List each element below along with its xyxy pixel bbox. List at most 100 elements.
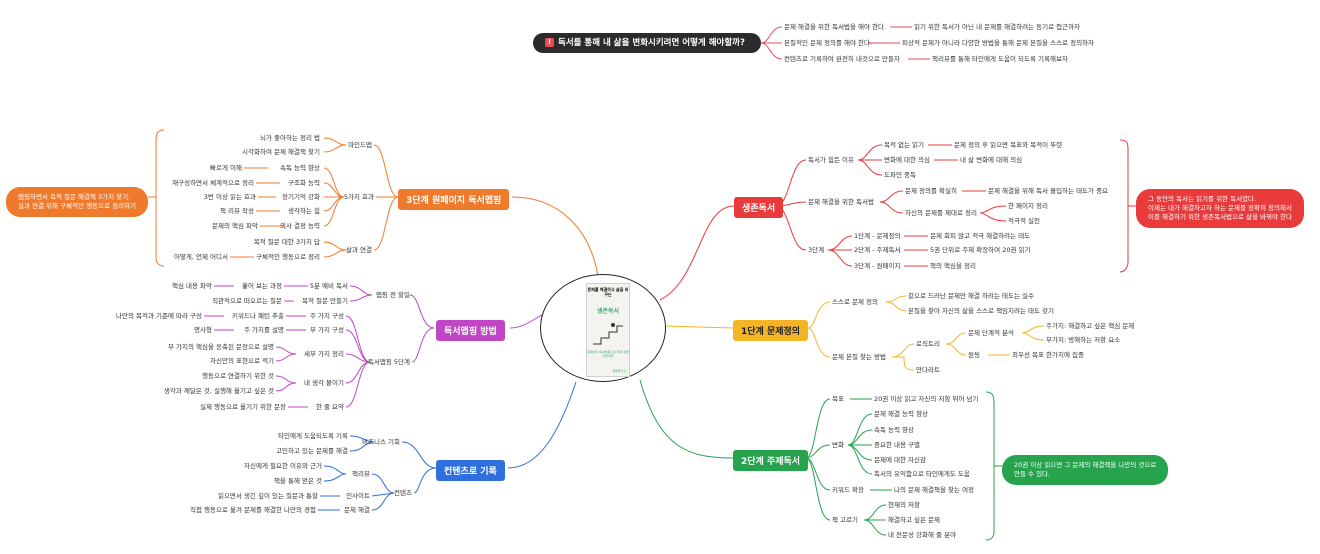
method-five-4-b: 생각과 깨달은 것, 실행해 옮기고 싶은 것 [163, 387, 274, 395]
survival-step-2-detail: 5권 단위로 주제 확장하여 20권 읽기 [930, 246, 1031, 254]
content-review-2: 책을 통해 얻은 것 [273, 477, 322, 485]
onepage-effect-2-detail: 재구성하면서 체계적으로 정리 [172, 179, 254, 187]
survival-step-2: 2단계 - 주제독서 [854, 246, 901, 254]
step2-goal: 목표 [832, 395, 844, 403]
q-row-2-left: 본질적인 문제 정의를 해야 한다. [784, 39, 873, 47]
book-name: 생존독서 [596, 308, 620, 315]
survival-method-2-a: 한 페이지 정리 [1008, 202, 1049, 210]
onepage-note-line-2: 실과 연결 위해 구체적인 행동으로 정리하기 [18, 202, 136, 210]
q-row-1-right: 읽기 위한 독서가 아닌 내 문제를 해결하려는 동기로 접근하자 [914, 23, 1081, 31]
onepage-note-line-1: 맵핑하면서 목적 질문 해결책 3가지 찾기. [18, 193, 131, 201]
step1-goal-desc: 최우선 목표 한가지에 집중 [1012, 351, 1084, 359]
survival-step-3: 3단계 - 원페이지 [854, 262, 901, 270]
step2-change: 변화 [832, 441, 844, 449]
method-five-1-b: 나만의 목적과 기준에 따라 구성 [115, 312, 202, 320]
step1-find: 문제 본질 찾는 방법 [832, 353, 887, 361]
survival-note-line-1: 그 동안의 독서는 읽기를 위한 독서였다. [1148, 195, 1257, 203]
q-row-3-right: 책리뷰를 통해 타인에게 도움이 되도록 기록해보자 [932, 55, 1068, 63]
survival-hard-1-detail: 문제 정의 후 읽으면 목표와 목적이 뚜렷 [954, 141, 1063, 149]
step2-keyword: 키워드 확장 [832, 486, 864, 494]
survival-hard: 독서가 힘든 이유 [808, 156, 854, 164]
branch-step2: 2단계 주제독서 [733, 450, 809, 471]
step2-note-line-2: 만들 수 있다. [1014, 470, 1051, 478]
step2-change-5: 독서의 유익함으로 타인에게도 도움 [874, 470, 970, 478]
branch-survival: 생존독서 [734, 197, 784, 218]
method-five-2-b: 명사형 [194, 326, 212, 334]
step1-mandal: 만다라트 [916, 366, 940, 374]
method-connectors [204, 285, 561, 408]
step2-goal-desc: 20권 이상 읽고 자신의 저항 뛰어 넘기 [874, 395, 979, 403]
survival-steps: 3단계 [808, 246, 825, 254]
step2-note-line-1: 20권 이상 읽으면 그 문제의 해결책을 나만의 것으로 [1014, 461, 1157, 469]
onepage-effect-5-detail: 문제의 핵심 파악 [212, 222, 258, 230]
survival-step-3-detail: 책의 핵심을 정리 [930, 262, 976, 270]
onepage-effect-1: 속독 능력 향상 [279, 164, 320, 172]
branch-onepage: 3단계 원페이지 독서맵핑 [398, 189, 510, 210]
survival-note-line-3: 이를 해결하기 위한 생존독서법으로 삶을 바꿔야 한다 [1148, 213, 1292, 221]
method-five-3: 세부 가지 정리 [303, 350, 344, 358]
step1-analysis: 문제 단계적 분석 [968, 329, 1014, 337]
survival-step-1: 1단계 - 문제정의 [854, 232, 901, 240]
step2-choose: 책 고르기 [832, 516, 858, 524]
step2-change-1: 문제 해결 능력 향상 [874, 410, 929, 418]
step2-note: 20권 이상 읽으면 그 문제의 해결책을 나만의 것으로 만들 수 있다. [1002, 455, 1169, 485]
onepage-life-2-detail: 어떻게, 언제 어디서 [173, 253, 228, 261]
method-five-1-a: 키워드나 패턴 추출 [232, 312, 284, 320]
onepage-effect-4-detail: 책 리뷰 작성 [219, 207, 254, 215]
survival-method-1: 문제 정의를 확실히 [905, 187, 957, 195]
branch-content: 컨텐츠로 기록 [436, 460, 505, 481]
content-insight: 인사이트 [346, 492, 370, 500]
content-solve: 문제 해결 [344, 506, 370, 514]
method-before-1-b: 핵심 내용 파악 [171, 282, 212, 290]
survival-hard-2-detail: 내 삶 변화에 대해 의심 [960, 156, 1023, 164]
survival-hard-2: 변화에 대한 의심 [884, 156, 930, 164]
onepage-mindmap-1: 뇌가 좋아하는 정리 법 [259, 134, 320, 142]
step1-sub: 부가지: 방해하는 저항 요소 [1046, 336, 1121, 344]
step2-keyword-desc: 나의 문제 해결책을 찾는 여정 [894, 486, 975, 494]
q-row-2-right: 피상적 문제가 아니라 다양한 방법을 통해 문제 본질을 스스로 정의하자 [902, 39, 1095, 47]
step1-self: 스스로 문제 정의 [832, 298, 878, 306]
content-review: 책리뷰 [352, 470, 370, 478]
onepage-effects: 5가지 효과 [343, 193, 374, 201]
step1-main: 주가지: 해결하고 싶은 핵심 문제 [1046, 322, 1135, 330]
method-five: 독서맵핑 5단계 [367, 358, 410, 366]
onepage-life: 삶과 연결 [346, 246, 372, 254]
content-biz: 비즈니스 기회 [362, 438, 400, 446]
onepage-effect-3: 장기기억 강화 [282, 193, 320, 201]
step2-change-2: 속독 능력 향상 [874, 426, 915, 434]
alert-icon: ! [545, 38, 554, 47]
survival-hard-1: 목적 없는 읽기 [884, 141, 925, 149]
content-contents: 컨텐츠 [394, 489, 412, 497]
onepage-effect-4: 생각하는 힘 [288, 207, 320, 215]
content-connectors [318, 381, 577, 511]
stair-illustration [593, 323, 623, 345]
book-publisher: 샘앤파커스 [612, 369, 626, 373]
step2-change-3: 중요한 내용 구별 [874, 441, 920, 449]
step1-connectors [663, 295, 1045, 371]
method-five-4: 내 생각 붙이기 [303, 379, 344, 387]
content-review-1: 자신에게 필요한 이유와 근거 [244, 462, 322, 470]
onepage-life-2: 구체적인 행동으로 정리 [256, 253, 320, 261]
content-insight-desc: 읽으면서 생긴 깊이 있는 질문과 통찰 [217, 492, 318, 500]
step1-self-1: 겉으로 드러난 문제만 해결 하려는 태도는 실수 [908, 292, 1035, 300]
method-five-3-a: 부 가지의 핵심을 응축된 문장으로 설명 [167, 343, 274, 351]
question-connectors [760, 26, 930, 60]
survival-method: 문제 해결을 위한 독서법 [808, 198, 874, 206]
step1-self-2: 본질을 찾아 자신의 삶을 스스로 책임지려는 태도 갖기 [908, 307, 1055, 315]
q-row-3-left: 컨텐츠로 기록하여 완전히 내것으로 만들자 [784, 55, 900, 63]
onepage-mindmap: 마인드맵 [348, 141, 372, 149]
survival-method-1-detail: 문제 해결을 위해 독서 몰입하는 태도가 중요 [988, 187, 1109, 195]
survival-connectors [659, 139, 1136, 301]
content-solve-desc: 직접 행동으로 옮겨 문제를 해결한 나만의 경험 [189, 506, 316, 514]
onepage-effect-2: 구조화 능력 [288, 179, 320, 187]
content-biz-1: 타인에게 도움되도록 기록 [278, 432, 348, 440]
q-row-1-left: 문제 해결을 위한 독서법을 해야 한다. [784, 23, 887, 31]
survival-note-line-2: 이제는 내가 해결하고자 하는 문제를 정확히 정의해서 [1148, 204, 1292, 212]
onepage-effect-1-detail: 빠르게 이해 [210, 164, 242, 172]
step2-connectors [639, 379, 1002, 541]
book-subtitle: 원페이지 독서맵핑으로 책과 운명 전환하라 [587, 350, 629, 358]
step2-change-4: 문제에 대한 자신감 [874, 456, 926, 464]
step1-logic: 로직트리 [916, 340, 940, 348]
method-five-4-a: 행동으로 연결하기 위한 것 [202, 372, 274, 380]
